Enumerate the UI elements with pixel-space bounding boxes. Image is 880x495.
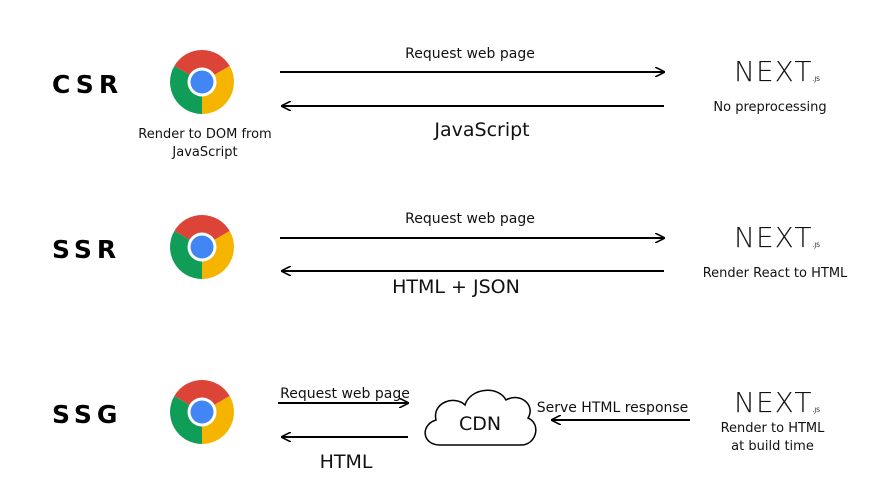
logo-suffix: .JS bbox=[812, 242, 820, 249]
ssg-serve-label: Serve HTML response bbox=[536, 400, 689, 416]
logo-suffix: .JS bbox=[812, 407, 820, 414]
nextjs-logo-icon: NEXT.JS bbox=[734, 386, 820, 420]
ssr-request-label: Request web page bbox=[405, 211, 535, 227]
ssr-label: SSR bbox=[52, 235, 122, 264]
csr-response-label: JavaScript bbox=[434, 119, 530, 141]
chrome-browser-icon bbox=[170, 380, 234, 444]
cdn-label: CDN bbox=[458, 413, 502, 435]
ssr-server-note: Render React to HTML bbox=[702, 266, 848, 281]
logo-suffix: .JS bbox=[812, 76, 820, 83]
csr-client-note: Render to DOM from JavaScript bbox=[138, 127, 272, 160]
cloud-icon bbox=[424, 389, 537, 446]
ssg-server-note: Render to HTML at build time bbox=[720, 421, 825, 454]
ssg-request-label: Request web page bbox=[280, 386, 410, 402]
chrome-browser-icon bbox=[170, 50, 234, 114]
logo-main: NEXT bbox=[734, 386, 813, 419]
csr-request-label: Request web page bbox=[405, 46, 535, 62]
nextjs-logo-icon: NEXT.JS bbox=[734, 55, 820, 89]
ssg-response-label: HTML bbox=[319, 451, 373, 473]
chrome-browser-icon bbox=[170, 215, 234, 279]
csr-server-note: No preprocessing bbox=[713, 100, 827, 115]
logo-main: NEXT bbox=[734, 221, 813, 254]
ssr-response-label: HTML + JSON bbox=[392, 276, 520, 298]
nextjs-logo-icon: NEXT.JS bbox=[734, 221, 820, 255]
csr-label: CSR bbox=[52, 70, 124, 99]
logo-main: NEXT bbox=[734, 55, 813, 88]
ssg-label: SSG bbox=[52, 400, 123, 429]
